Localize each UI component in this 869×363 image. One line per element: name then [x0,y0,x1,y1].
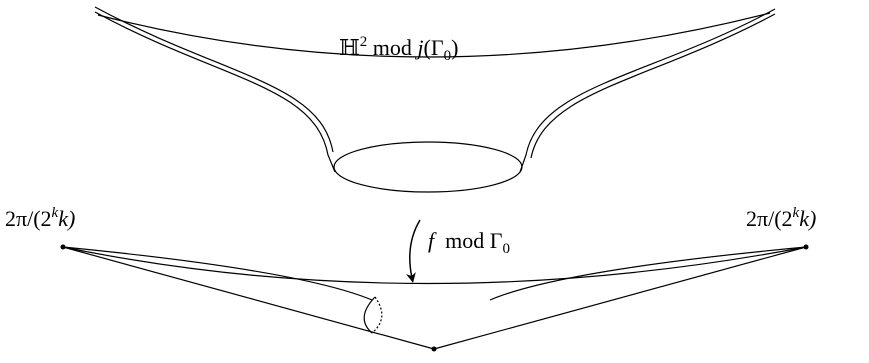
right-angle-label: 2π/(2kk) [746,205,816,231]
lower-top-curve [62,246,807,285]
map-label: f mod Γ0 [428,228,510,257]
upper-surface [94,6,776,193]
upper-left-boundary-outer [94,6,334,153]
upper-top-curve [97,12,771,58]
lower-left-inner [62,246,373,301]
surface-label: ℍ2 mod j(Γ0) [339,34,458,64]
geodesic-cuff-ellipse [333,141,523,193]
left-cone-point [60,244,66,250]
lower-right-edge [433,246,807,350]
left-angle-label: 2π/(2kk) [5,205,75,231]
upper-left-boundary [94,11,336,173]
lower-right-inner [489,246,807,301]
upper-right-boundary-outer [530,13,776,159]
cone-cuff-back [371,296,383,334]
upper-right-boundary [519,8,776,173]
lower-orbifold [62,246,807,350]
right-cone-point [803,244,809,250]
lower-left-edge [62,246,435,350]
bottom-cusp-point [431,346,437,352]
map-arrow [406,219,421,283]
cone-cuff-front [363,296,376,334]
